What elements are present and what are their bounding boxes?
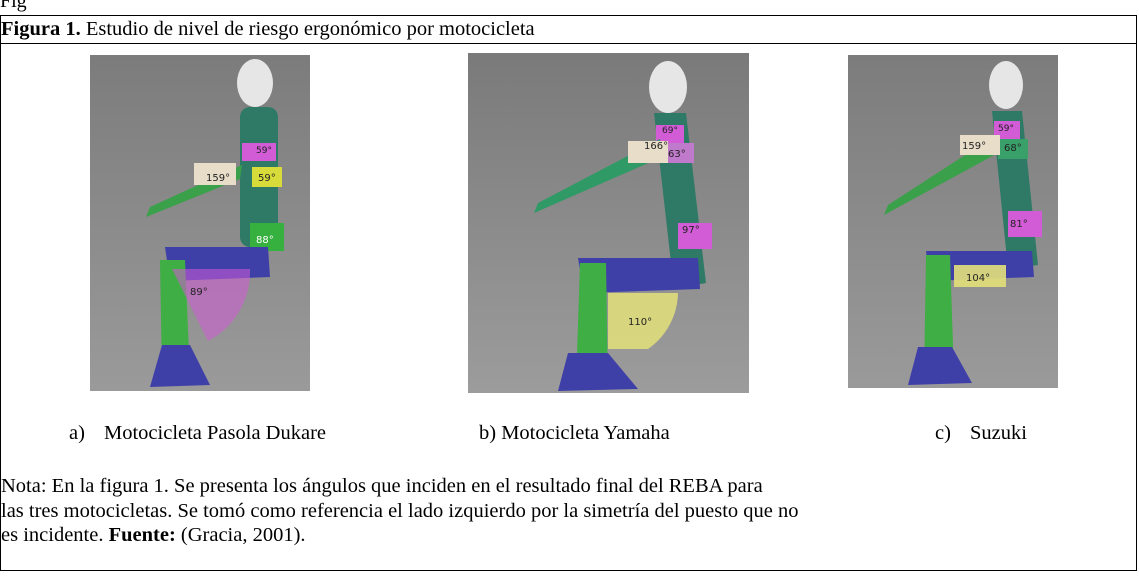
- note-source-citation: (Gracia, 2001).: [175, 524, 306, 546]
- photo-c-suzuki: 159° 59° 68° 81° 104°: [848, 55, 1058, 388]
- head-shape: [237, 59, 273, 107]
- caption-a-mark: a): [69, 422, 85, 444]
- angle-label: 68°: [1004, 143, 1022, 154]
- angle-label: 110°: [628, 317, 652, 328]
- note-line-2: las tres motocicletas. Se tomó como refe…: [1, 499, 799, 522]
- angle-label: 59°: [998, 124, 1014, 134]
- angle-label: 104°: [966, 273, 990, 284]
- caption-a: a) Motocicleta Pasola Dukare: [69, 420, 326, 446]
- figure-title: Figura 1. Estudio de nivel de riesgo erg…: [1, 16, 535, 42]
- cropped-figure-label: Fig: [0, 0, 27, 12]
- caption-b-text: b) Motocicleta Yamaha: [479, 422, 670, 444]
- title-divider: [0, 43, 1137, 44]
- caption-c-mark: c): [935, 422, 951, 444]
- angle-label: 89°: [190, 287, 208, 298]
- angle-label: 81°: [1010, 219, 1028, 230]
- angle-label: 69°: [662, 126, 678, 136]
- note-line-1: Nota: En la figura 1. Se presenta los án…: [1, 475, 763, 497]
- angle-label: 59°: [256, 146, 272, 156]
- figure-frame: [0, 15, 1137, 571]
- angle-label: 97°: [682, 225, 700, 236]
- note-source-label: Fuente:: [108, 524, 176, 546]
- note-line-3: es incidente. Fuente: (Gracia, 2001).: [1, 523, 1139, 548]
- figure-title-text: Estudio de nivel de riesgo ergonómico po…: [80, 18, 535, 40]
- figure-number: Figura 1.: [1, 18, 81, 40]
- angle-label: 63°: [668, 149, 686, 160]
- angle-label: 59°: [258, 173, 276, 184]
- caption-b: b) Motocicleta Yamaha: [479, 420, 670, 446]
- caption-a-text: Motocicleta Pasola Dukare: [104, 422, 327, 444]
- caption-c: c) Suzuki: [935, 420, 1027, 446]
- angle-label: 88°: [256, 235, 274, 246]
- photo-a-pasola-dukare: 159° 59° 59° 88° 89°: [90, 55, 310, 391]
- angle-label: 166°: [644, 141, 668, 152]
- caption-c-text: Suzuki: [970, 422, 1027, 444]
- photo-b-yamaha: 166° 69° 63° 97° 110°: [468, 53, 749, 393]
- angle-label: 159°: [962, 141, 986, 152]
- angle-label: 159°: [206, 173, 230, 184]
- note-line-3-text: es incidente.: [1, 524, 109, 546]
- figure-note: Nota: En la figura 1. Se presenta los án…: [1, 474, 1139, 548]
